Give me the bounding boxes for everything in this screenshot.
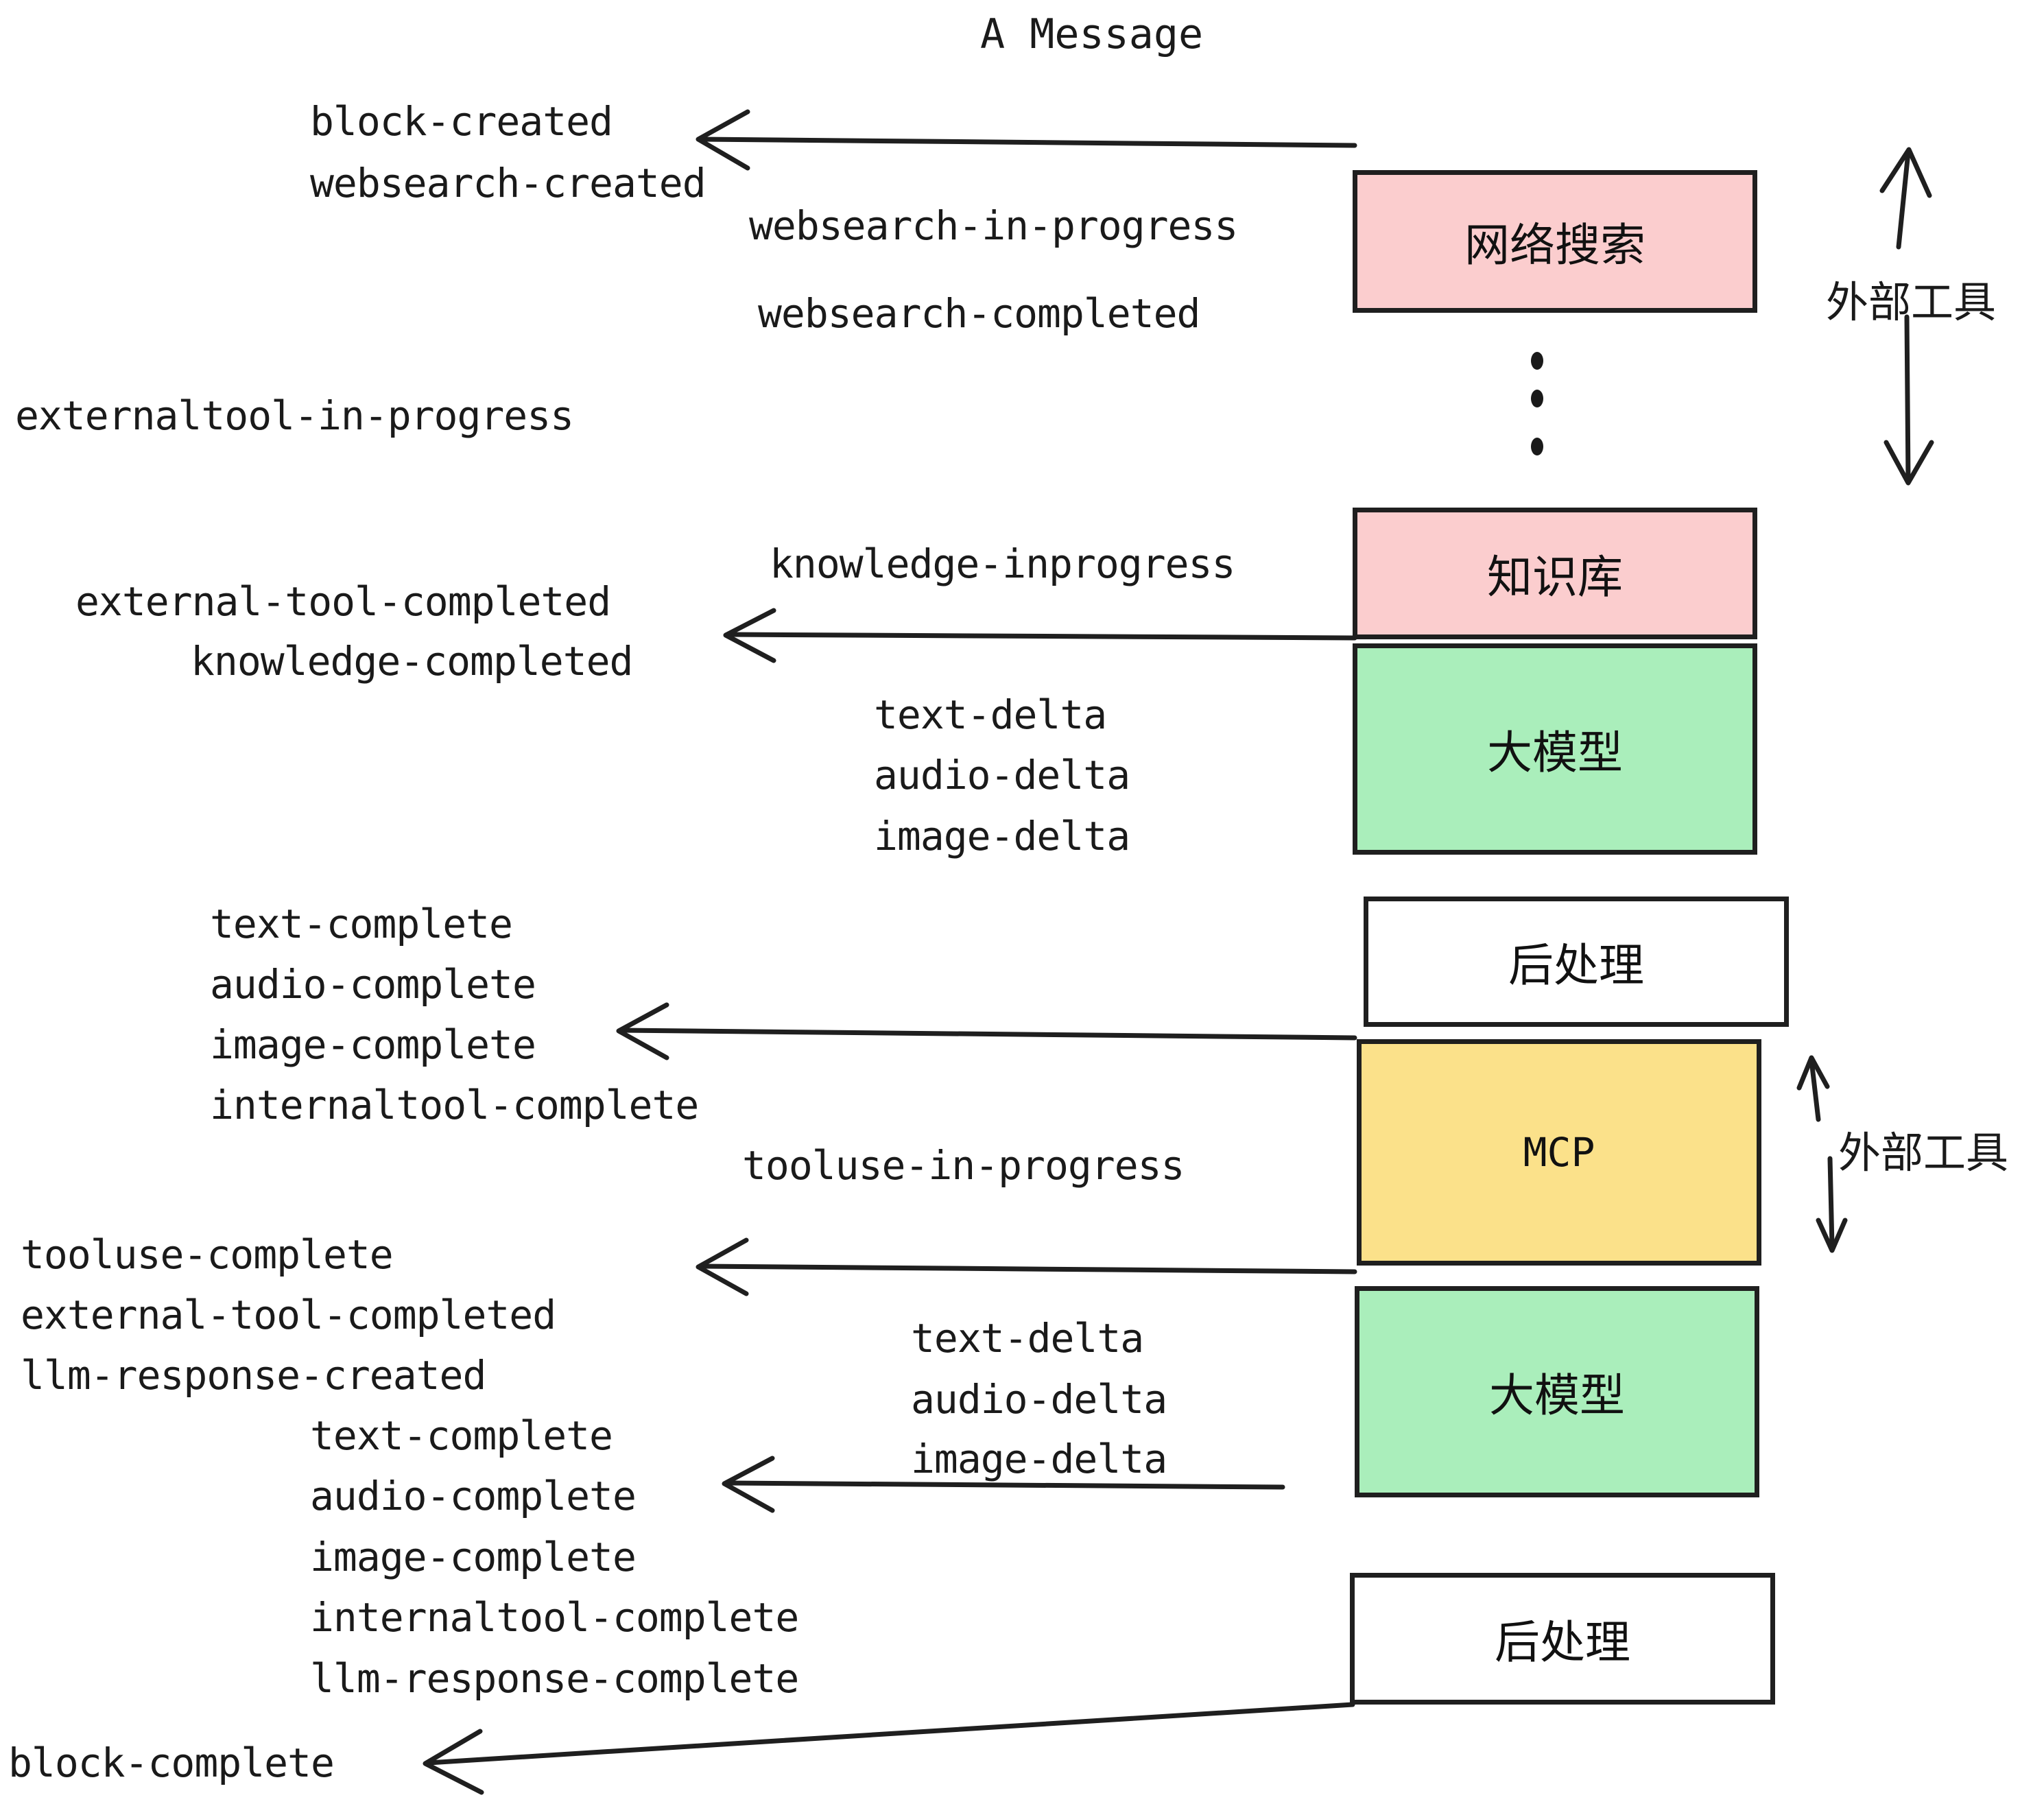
event-tooluse-in-progress: tooluse-in-progress bbox=[742, 1142, 1185, 1189]
event-text-complete-2: text-complete bbox=[310, 1412, 613, 1459]
box-mcp-label: MCP bbox=[1523, 1129, 1595, 1176]
page-title: A Message bbox=[980, 10, 1204, 58]
arrow-post-bottom-to-block-complete bbox=[423, 1702, 1355, 1795]
arrow-mcp-to-tooluse-complete bbox=[696, 1237, 1357, 1296]
arrow-knowledge-to-knowledge-completed bbox=[723, 608, 1357, 663]
box-llm-top[interactable]: 大模型 bbox=[1353, 643, 1757, 855]
event-image-complete-1: image-complete bbox=[210, 1021, 536, 1068]
event-image-delta-1: image-delta bbox=[874, 813, 1130, 859]
event-image-complete-2: image-complete bbox=[310, 1534, 637, 1580]
event-image-delta-2: image-delta bbox=[911, 1436, 1167, 1482]
event-text-delta-1: text-delta bbox=[874, 691, 1107, 738]
external-tool-top-up-arrow bbox=[1879, 147, 1932, 250]
box-knowledge-label: 知识库 bbox=[1487, 551, 1623, 604]
box-llm-top-label: 大模型 bbox=[1487, 726, 1623, 779]
event-audio-delta-2: audio-delta bbox=[911, 1376, 1167, 1423]
ellipsis-dot-2 bbox=[1531, 390, 1543, 407]
event-audio-delta-1: audio-delta bbox=[874, 752, 1130, 798]
box-llm-bottom[interactable]: 大模型 bbox=[1355, 1286, 1759, 1497]
external-tool-bottom-label: 外部工具 bbox=[1838, 1128, 2009, 1178]
event-knowledge-inprogress: knowledge-inprogress bbox=[770, 541, 1235, 587]
box-post-bottom[interactable]: 后处理 bbox=[1350, 1573, 1775, 1705]
event-text-delta-2: text-delta bbox=[911, 1315, 1144, 1362]
box-post-top-label: 后处理 bbox=[1508, 939, 1644, 992]
event-audio-complete-1: audio-complete bbox=[210, 961, 536, 1008]
event-block-complete: block-complete bbox=[8, 1740, 335, 1786]
box-post-top[interactable]: 后处理 bbox=[1364, 897, 1789, 1027]
event-llm-response-complete: llm-response-complete bbox=[310, 1655, 799, 1702]
external-tool-top-down-arrow bbox=[1883, 314, 1934, 486]
ellipsis-dot-3 bbox=[1531, 438, 1543, 455]
event-block-created: block-created bbox=[310, 98, 613, 145]
event-text-complete-1: text-complete bbox=[210, 901, 513, 947]
box-post-bottom-label: 后处理 bbox=[1495, 1616, 1630, 1669]
arrow-websearch-to-block-created bbox=[696, 109, 1357, 171]
event-external-tool-completed-1: external-tool-completed bbox=[75, 578, 611, 625]
ellipsis-dot-1 bbox=[1531, 352, 1543, 370]
event-internaltool-complete-2: internaltool-complete bbox=[310, 1594, 799, 1641]
event-external-tool-completed-2: external-tool-completed bbox=[21, 1292, 556, 1338]
event-internaltool-complete-1: internaltool-complete bbox=[210, 1082, 699, 1128]
arrow-post-to-image-complete bbox=[616, 1002, 1357, 1060]
event-websearch-created: websearch-created bbox=[310, 160, 706, 206]
event-websearch-in-progress: websearch-in-progress bbox=[749, 202, 1238, 249]
box-llm-bottom-label: 大模型 bbox=[1489, 1369, 1625, 1422]
box-mcp[interactable]: MCP bbox=[1357, 1039, 1761, 1266]
event-knowledge-completed: knowledge-completed bbox=[191, 638, 633, 685]
event-llm-response-created: llm-response-created bbox=[21, 1352, 486, 1399]
box-knowledge[interactable]: 知识库 bbox=[1353, 508, 1757, 639]
box-websearch[interactable]: 网络搜索 bbox=[1353, 170, 1757, 313]
event-audio-complete-2: audio-complete bbox=[310, 1473, 637, 1519]
event-tooluse-complete: tooluse-complete bbox=[21, 1231, 394, 1278]
external-tool-top-label: 外部工具 bbox=[1826, 277, 1997, 327]
box-websearch-label: 网络搜索 bbox=[1464, 219, 1645, 272]
event-externaltool-in-progress: externaltool-in-progress bbox=[15, 392, 574, 439]
external-tool-bottom-up-arrow bbox=[1796, 1055, 1830, 1122]
event-websearch-completed: websearch-completed bbox=[758, 290, 1200, 337]
